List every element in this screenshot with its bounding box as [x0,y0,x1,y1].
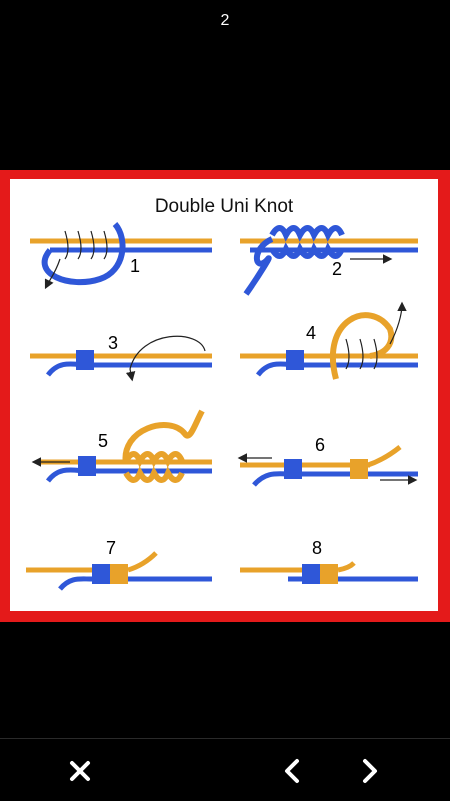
next-button[interactable] [352,753,388,789]
top-bar: 2 [0,0,450,63]
step-label: 7 [106,538,116,558]
chevron-right-icon [361,758,379,784]
step-5-illustration: 5 [31,409,212,483]
step-3-illustration: 3 [30,333,212,382]
step-label: 4 [306,323,316,343]
step-2-illustration: 2 [240,225,418,296]
page-number: 2 [220,12,230,29]
close-button[interactable] [62,753,98,789]
close-icon [69,760,91,782]
step-label: 8 [312,538,322,558]
image-frame: Double Uni Knot 1 [0,170,450,622]
step-label: 1 [130,256,140,276]
step-label: 2 [332,259,342,279]
step-label: 6 [315,435,325,455]
step-6-illustration: 6 [237,435,418,487]
step-label: 5 [98,431,108,451]
step-8-illustration: 8 [240,538,418,584]
step-7-illustration: 7 [26,538,212,591]
step-4-illustration: 4 [240,301,418,380]
chevron-left-icon [283,758,301,784]
knot-illustration: 1 2 3 [26,222,418,591]
knot-diagram: Double Uni Knot 1 [10,179,438,611]
previous-button[interactable] [274,753,310,789]
diagram-title: Double Uni Knot [154,196,294,217]
bottom-toolbar [0,738,450,801]
step-1-illustration: 1 [30,222,212,290]
step-label: 3 [108,333,118,353]
